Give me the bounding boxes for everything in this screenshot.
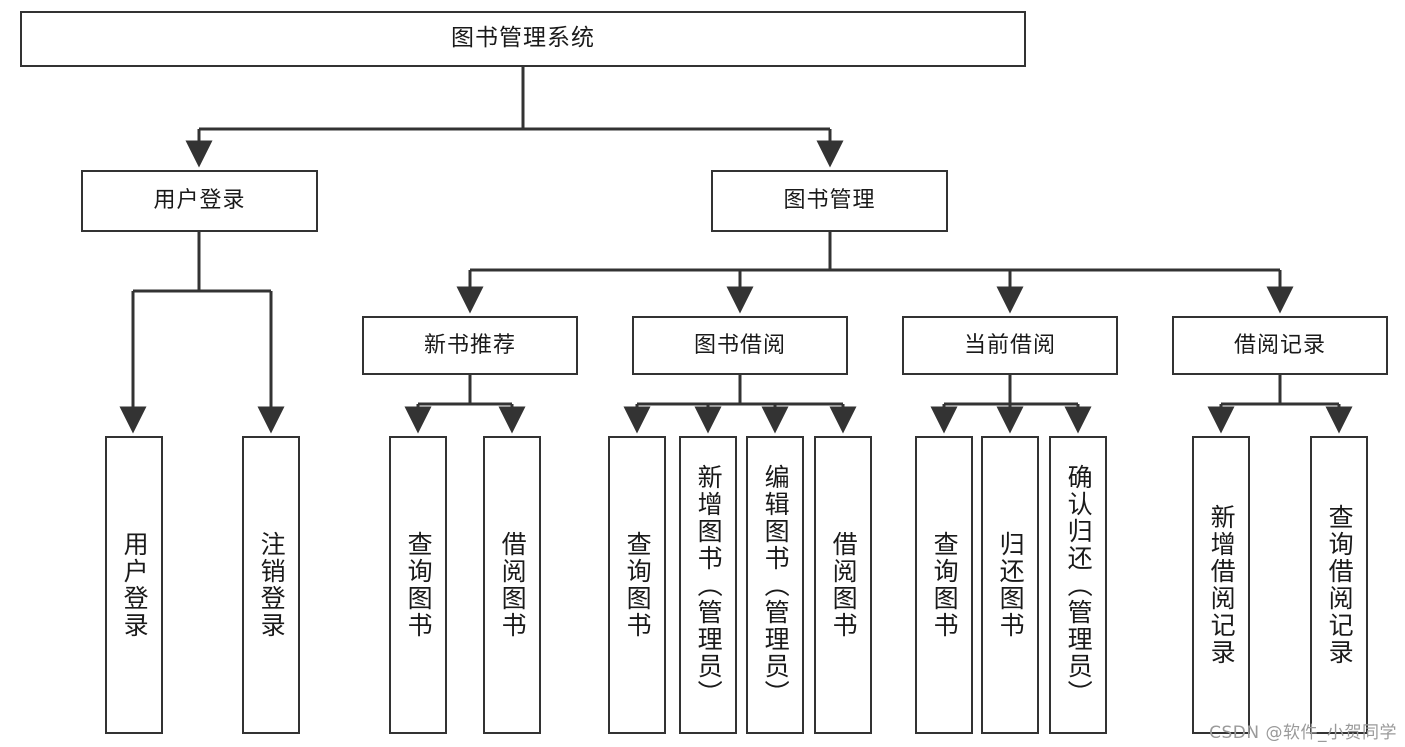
node-book-borrow[interactable]: 图书借阅 [632,316,848,375]
leaf-bookborrow-query-book[interactable]: 查询图书 [608,436,666,734]
node-new-book-recommend[interactable]: 新书推荐 [362,316,578,375]
leaf-currentborrow-confirm-return[interactable]: 确认归还（管理员） [1049,436,1107,734]
node-book-manage[interactable]: 图书管理 [711,170,948,232]
node-book-manage-label: 图书管理 [783,188,876,214]
leaf-newbook-query-book[interactable]: 查询图书 [389,436,447,734]
leaf-logout[interactable]: 注销登录 [242,436,300,734]
leaf-bookborrow-borrow-book-label: 借阅图书 [829,531,859,639]
leaf-bookborrow-borrow-book[interactable]: 借阅图书 [814,436,872,734]
leaf-newbook-borrow-book-label: 借阅图书 [498,531,528,639]
leaf-logout-label: 注销登录 [257,531,287,639]
node-current-borrow[interactable]: 当前借阅 [902,316,1118,375]
leaf-bookborrow-add-book-label: 新增图书（管理员） [694,463,724,707]
leaf-currentborrow-return-book[interactable]: 归还图书 [981,436,1039,734]
leaf-user-login[interactable]: 用户登录 [105,436,163,734]
node-root[interactable]: 图书管理系统 [20,11,1026,67]
leaf-currentborrow-query-book-label: 查询图书 [930,531,960,639]
node-borrow-record[interactable]: 借阅记录 [1172,316,1388,375]
node-root-label: 图书管理系统 [451,25,595,52]
node-user-login[interactable]: 用户登录 [81,170,318,232]
leaf-bookborrow-edit-book-label: 编辑图书（管理员） [761,463,791,707]
leaf-borrowrecord-query-record[interactable]: 查询借阅记录 [1310,436,1368,734]
node-current-borrow-label: 当前借阅 [963,332,1056,358]
leaf-currentborrow-return-book-label: 归还图书 [996,531,1026,639]
leaf-borrowrecord-query-record-label: 查询借阅记录 [1325,504,1355,666]
leaf-newbook-query-book-label: 查询图书 [404,531,434,639]
leaf-bookborrow-edit-book[interactable]: 编辑图书（管理员） [746,436,804,734]
leaf-user-login-label: 用户登录 [120,531,150,639]
node-book-borrow-label: 图书借阅 [693,332,786,358]
node-user-login-label: 用户登录 [153,188,246,214]
leaf-borrowrecord-add-record-label: 新增借阅记录 [1207,504,1237,666]
node-borrow-record-label: 借阅记录 [1233,332,1326,358]
leaf-borrowrecord-add-record[interactable]: 新增借阅记录 [1192,436,1250,734]
leaf-newbook-borrow-book[interactable]: 借阅图书 [483,436,541,734]
leaf-currentborrow-confirm-return-label: 确认归还（管理员） [1064,463,1094,707]
csdn-watermark: CSDN @软件_小贺同学 [1209,723,1397,743]
leaf-bookborrow-query-book-label: 查询图书 [623,531,653,639]
leaf-bookborrow-add-book[interactable]: 新增图书（管理员） [679,436,737,734]
leaf-currentborrow-query-book[interactable]: 查询图书 [915,436,973,734]
node-new-book-recommend-label: 新书推荐 [423,332,516,358]
